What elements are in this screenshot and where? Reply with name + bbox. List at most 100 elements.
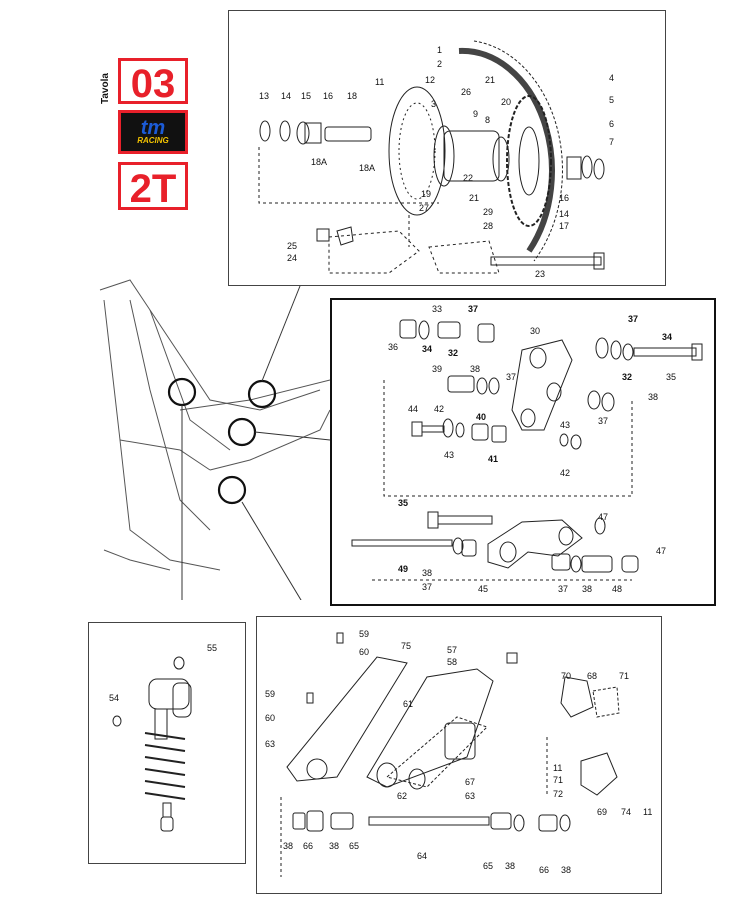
label-14: 14 xyxy=(281,91,291,101)
label-64: 64 xyxy=(417,851,427,861)
label-39: 39 xyxy=(432,364,442,374)
logo-sub: RACING xyxy=(137,136,169,145)
label-16: 16 xyxy=(323,91,333,101)
label-38d: 38 xyxy=(582,584,592,594)
label-7: 7 xyxy=(609,137,614,147)
label-49: 49 xyxy=(398,564,408,574)
label-54: 54 xyxy=(109,693,119,703)
rear-wheel-diagram: 1 2 3 4 5 6 7 8 9 11 12 13 14 15 16 18 1… xyxy=(258,40,614,279)
label-43b: 43 xyxy=(560,420,570,430)
label-20: 20 xyxy=(501,97,511,107)
label-37a: 37 xyxy=(468,304,478,314)
label-32a: 32 xyxy=(448,348,458,358)
label-34b: 34 xyxy=(422,344,432,354)
wheel-part-labels: 1 2 3 4 5 6 7 8 9 11 12 13 14 15 16 18 1… xyxy=(259,45,614,279)
label-32b: 32 xyxy=(622,372,632,382)
label-67: 67 xyxy=(465,777,475,787)
engine-type: 2T xyxy=(118,162,188,211)
label-28: 28 xyxy=(483,221,493,231)
swingarm-diagram: 59 60 75 57 58 59 60 61 70 68 71 63 67 6… xyxy=(265,629,652,877)
label-62: 62 xyxy=(397,791,407,801)
logo-brand: tm xyxy=(140,117,166,139)
label-44: 44 xyxy=(408,404,418,414)
label-18: 18 xyxy=(347,91,357,101)
label-34a: 34 xyxy=(662,332,672,342)
label-18a-2: 18A xyxy=(359,163,375,173)
label-24: 24 xyxy=(287,253,297,263)
label-36: 36 xyxy=(388,342,398,352)
label-43a: 43 xyxy=(444,450,454,460)
label-30: 30 xyxy=(530,326,540,336)
table-number: 03 xyxy=(118,58,188,106)
swingarm-panel: 59 60 75 57 58 59 60 61 70 68 71 63 67 6… xyxy=(256,616,662,894)
label-63a: 63 xyxy=(265,739,275,749)
label-74: 74 xyxy=(621,807,631,817)
label-22: 22 xyxy=(463,173,473,183)
label-65b: 65 xyxy=(483,861,493,871)
label-8: 8 xyxy=(485,115,490,125)
label-3: 3 xyxy=(431,99,436,109)
label-38a: 38 xyxy=(283,841,293,851)
label-59b: 59 xyxy=(265,689,275,699)
label-41: 41 xyxy=(488,454,498,464)
linkage-diagram: 33 37 30 37 34 36 34 32 32 35 39 38 37 4… xyxy=(351,304,703,594)
label-68: 68 xyxy=(587,671,597,681)
shock-part-labels: 55 54 xyxy=(109,643,217,703)
label-29: 29 xyxy=(483,207,493,217)
label-42a: 42 xyxy=(434,404,444,414)
label-69: 69 xyxy=(597,807,607,817)
swingarm-part-labels: 59 60 75 57 58 59 60 61 70 68 71 63 67 6… xyxy=(265,629,652,875)
label-11a: 11 xyxy=(553,763,562,773)
label-21b: 21 xyxy=(469,193,479,203)
highlight-circle-3 xyxy=(227,417,257,447)
label-75: 75 xyxy=(401,641,411,651)
rear-wheel-panel: 1 2 3 4 5 6 7 8 9 11 12 13 14 15 16 18 1… xyxy=(228,10,666,286)
linkage-part-labels: 33 37 30 37 34 36 34 32 32 35 39 38 37 4… xyxy=(388,304,676,594)
label-57: 57 xyxy=(447,645,457,655)
label-37b: 37 xyxy=(628,314,638,324)
label-61: 61 xyxy=(403,699,413,709)
label-38b: 38 xyxy=(648,392,658,402)
label-11: 11 xyxy=(375,77,384,87)
label-5: 5 xyxy=(609,95,614,105)
label-12: 12 xyxy=(425,75,435,85)
label-33: 33 xyxy=(432,304,442,314)
label-71b: 71 xyxy=(553,775,563,785)
highlight-circle-2 xyxy=(247,379,277,409)
label-47b: 47 xyxy=(656,546,666,556)
label-37d: 37 xyxy=(598,416,608,426)
label-16b: 16 xyxy=(559,193,569,203)
shock-panel: 55 54 xyxy=(88,622,246,864)
label-38c: 38 xyxy=(422,568,432,578)
shock-diagram: 55 54 xyxy=(109,643,217,832)
label-15: 15 xyxy=(301,91,311,101)
label-35b: 35 xyxy=(398,498,408,508)
label-66a: 66 xyxy=(303,841,313,851)
label-38b: 38 xyxy=(329,841,339,851)
label-6: 6 xyxy=(609,119,614,129)
label-25: 25 xyxy=(287,241,297,251)
label-38d: 38 xyxy=(561,865,571,875)
label-13: 13 xyxy=(259,91,269,101)
label-11b: 11 xyxy=(643,807,652,817)
highlight-circle-1 xyxy=(167,377,197,407)
label-18a-1: 18A xyxy=(311,157,327,167)
label-37e: 37 xyxy=(422,582,432,592)
label-9: 9 xyxy=(473,109,478,119)
label-27: 27 xyxy=(419,203,429,213)
label-38a: 38 xyxy=(470,364,480,374)
label-4: 4 xyxy=(609,73,614,83)
frame-overview-diagram xyxy=(99,279,331,600)
label-72: 72 xyxy=(553,789,563,799)
label-48: 48 xyxy=(612,584,622,594)
label-23: 23 xyxy=(535,269,545,279)
label-14b: 14 xyxy=(559,209,569,219)
label-58: 58 xyxy=(447,657,457,667)
label-59a: 59 xyxy=(359,629,369,639)
label-65a: 65 xyxy=(349,841,359,851)
label-21a: 21 xyxy=(485,75,495,85)
label-1: 1 xyxy=(437,45,442,55)
label-63b: 63 xyxy=(465,791,475,801)
label-60b: 60 xyxy=(265,713,275,723)
label-35a: 35 xyxy=(666,372,676,382)
